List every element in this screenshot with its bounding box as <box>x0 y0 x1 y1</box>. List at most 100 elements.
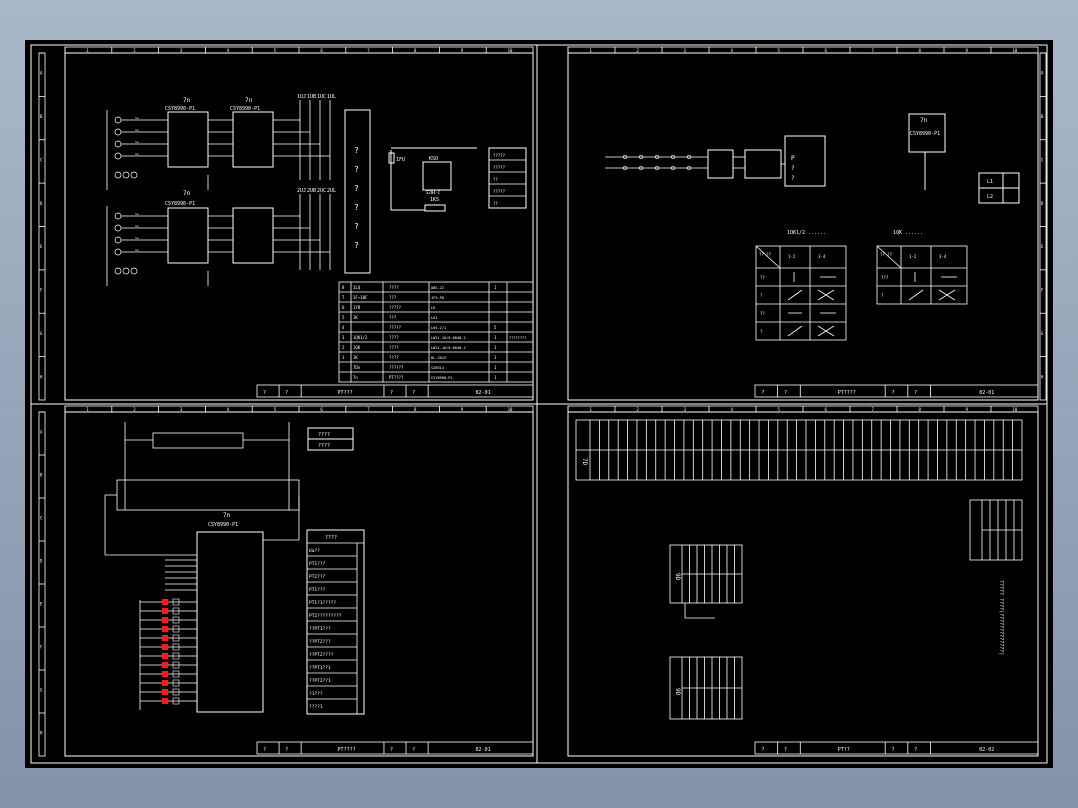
tl-side-box-rows: ??????????????????? <box>489 153 526 206</box>
bl-red-contact <box>162 635 168 641</box>
tr-switch-label-2: ? <box>791 165 795 172</box>
tr-ruler-top-label: 8 <box>919 48 922 53</box>
tl-vbox-2: ? <box>354 165 359 174</box>
tr-title-cell: ? <box>892 390 895 396</box>
br-title-cell: ? <box>892 747 895 753</box>
tr-ruler-top-label: 2 <box>637 48 640 53</box>
tr-ruler-top-label: 7 <box>872 48 875 53</box>
tl-table-model: LK1 <box>431 316 438 320</box>
bl-list-item: ??PT2???? <box>309 652 334 658</box>
tr-ruler-left-label: F <box>1041 288 1044 293</box>
bl-list-item: PT1??? <box>309 561 326 567</box>
tr-contact <box>622 154 628 160</box>
tl-relay-lower-model: CSY8990-P1 <box>165 201 195 207</box>
tl-bus-label-1: 1UJ <box>297 94 306 100</box>
tl-ruler-left-label: F <box>40 288 43 293</box>
bl-contact-box <box>172 670 180 678</box>
tl-title-cell: ? <box>390 390 393 396</box>
tl-table-model: S2B314 <box>431 366 444 370</box>
bl-list-item: PT2????????? <box>309 613 342 619</box>
tl-title-cell: ? <box>412 390 415 396</box>
tl-title-cell: 02-01 <box>476 390 491 396</box>
tr-table1-frame <box>755 245 847 341</box>
tr-ruler-top-label: 9 <box>966 48 969 53</box>
tl-ruler-left-label: H <box>40 374 43 379</box>
tl-relay-lower-top: 7n <box>183 190 191 197</box>
tl-ruler-left-label: A <box>40 71 43 76</box>
tr-table2-frame <box>876 245 968 305</box>
tl-ruler-top-label: 8 <box>414 48 417 53</box>
tl-table-name: ????? <box>389 305 402 310</box>
tr-contact <box>638 165 644 171</box>
tr-contact <box>670 165 676 171</box>
tl-title-block: ??PT?????02-01 <box>256 384 534 398</box>
bl-mid-frame <box>116 479 300 511</box>
tl-table-name: ???? <box>389 345 399 350</box>
tr-title-cell: 02-01 <box>979 390 994 396</box>
bl-list-item: ??PT1??? <box>309 626 331 632</box>
tl-side-box <box>488 147 527 209</box>
tl-vbox-6: ? <box>354 241 359 250</box>
bl-list-item: ?1??? <box>309 691 323 697</box>
tl-title-cell: ? <box>263 390 266 396</box>
tl-ruler-top-label: 5 <box>274 48 277 53</box>
tr-table1-sym <box>817 325 835 337</box>
tr-ruler-left-label: E <box>1041 244 1044 249</box>
tr-relay-top: 7n <box>920 117 928 124</box>
tr-table1-diag <box>755 245 781 269</box>
tl-title-frame <box>256 384 534 398</box>
bl-note-1: ???? <box>318 432 330 438</box>
bl-ruler-left-label: D <box>40 559 43 564</box>
br-ruler-top-label: 7 <box>872 407 875 412</box>
bl-title-block: ??PT??????02-01 <box>256 741 534 755</box>
tl-table-code: 7Dn <box>353 365 361 370</box>
tr-ruler-left-label: G <box>1041 331 1044 336</box>
bl-ruler-left-label: E <box>40 602 43 607</box>
tr-switch-label-3: ? <box>791 175 795 182</box>
bl-relay-top: 7n <box>223 512 231 519</box>
bl-list-item: PT1?1????? <box>309 600 336 606</box>
tr-table2-row-label: ??? <box>881 275 889 280</box>
tl-relay-right-model: CSY8990-P1 <box>230 106 260 112</box>
tl-wire-label: 1a <box>135 128 139 132</box>
tl-bus-label-2: 1UB <box>307 94 316 100</box>
tl-bus2-label-3: 2UC <box>317 188 326 194</box>
tl-side-text: ?? <box>493 201 498 206</box>
br-side-block <box>969 499 1023 561</box>
tl-ruler-top-label: 2 <box>133 48 136 53</box>
tl-vertical-box <box>344 109 371 274</box>
bl-contact-box <box>172 697 180 705</box>
tl-table-no: 4 <box>342 325 345 330</box>
tl-table-note: ???????? <box>509 336 526 340</box>
tl-coil <box>114 212 122 220</box>
tl-ruler-left-label: D <box>40 201 43 206</box>
tr-table2-diag <box>876 245 902 269</box>
tl-table-name: ??? <box>389 295 397 300</box>
tr-table2-head: 1-2 <box>909 254 917 259</box>
bl-list-item: ??PT2??1 <box>309 678 331 684</box>
tl-table-no: 7 <box>342 295 345 300</box>
tr-title-block: ??PT??????02-01 <box>754 384 1039 398</box>
tr-table2-sym <box>938 289 956 301</box>
bl-ruler-top-label: 10 <box>508 407 513 412</box>
tl-table-code: 1YB <box>353 305 361 310</box>
tl-ks-wiring <box>390 150 425 211</box>
tr-table2-row-label: ? <box>881 293 884 298</box>
tl-side-text: ????? <box>493 153 506 158</box>
tr-ruler-left-label: C <box>1041 157 1044 162</box>
br-ruler-top-label: 1 <box>590 407 593 412</box>
bl-red-contact <box>162 626 168 632</box>
bl-contact-box <box>172 616 180 624</box>
tl-table-code: 1F~10F <box>353 295 368 300</box>
bl-ruler-top-label: 5 <box>274 407 277 412</box>
br-title-block: ??PT????02-02 <box>754 741 1039 755</box>
tl-coil <box>114 116 122 124</box>
tl-vbox-5: ? <box>354 222 359 231</box>
tl-wire-label: 1a <box>135 224 139 228</box>
br-ruler-top-label: 5 <box>778 407 781 412</box>
tr-table2-sym <box>908 289 924 301</box>
tl-table-model: LK <box>431 306 436 310</box>
tr-table1-sym <box>817 289 835 301</box>
